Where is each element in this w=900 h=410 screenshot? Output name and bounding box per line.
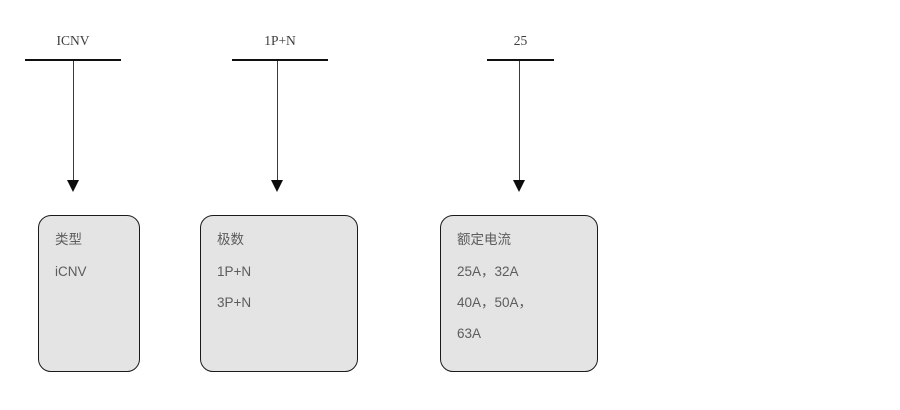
column-rule-rated-current bbox=[487, 59, 554, 61]
column-code-label-type: ICNV bbox=[56, 33, 90, 48]
node-box-item-poles-0: 1P+N bbox=[217, 264, 252, 279]
node-box-item-type-0: iCNV bbox=[55, 264, 87, 279]
node-box-item-poles-1: 3P+N bbox=[217, 295, 252, 310]
arrow-shaft-type bbox=[73, 61, 74, 180]
column-rule-poles bbox=[232, 59, 328, 61]
node-box-content-rated-current: 额定电流 25A，32A 40A，50A， 63A bbox=[441, 216, 597, 341]
column-rule-type bbox=[25, 59, 121, 61]
arrow-head-icon-poles bbox=[271, 180, 283, 192]
node-box-item-rated-current-0: 25A，32A bbox=[457, 264, 519, 279]
node-box-type: 类型 iCNV bbox=[38, 215, 140, 372]
arrow-head-icon-rated-current bbox=[513, 180, 525, 192]
node-box-rated-current: 额定电流 25A，32A 40A，50A， 63A bbox=[440, 215, 598, 372]
node-box-title-type: 类型 bbox=[55, 232, 82, 247]
node-box-item-rated-current-1: 40A，50A， bbox=[457, 295, 533, 310]
node-box-title-poles: 极数 bbox=[217, 232, 244, 247]
arrow-shaft-rated-current bbox=[519, 61, 520, 180]
column-code-label-rated-current: 25 bbox=[513, 33, 528, 48]
arrow-shaft-poles bbox=[277, 61, 278, 180]
arrow-head-icon-type bbox=[67, 180, 79, 192]
node-box-title-rated-current: 额定电流 bbox=[457, 232, 511, 247]
node-box-content-poles: 极数 1P+N 3P+N bbox=[201, 216, 357, 310]
column-code-label-poles: 1P+N bbox=[264, 33, 296, 48]
node-box-poles: 极数 1P+N 3P+N bbox=[200, 215, 358, 372]
node-box-content-type: 类型 iCNV bbox=[39, 216, 139, 279]
node-box-item-rated-current-2: 63A bbox=[457, 326, 482, 341]
